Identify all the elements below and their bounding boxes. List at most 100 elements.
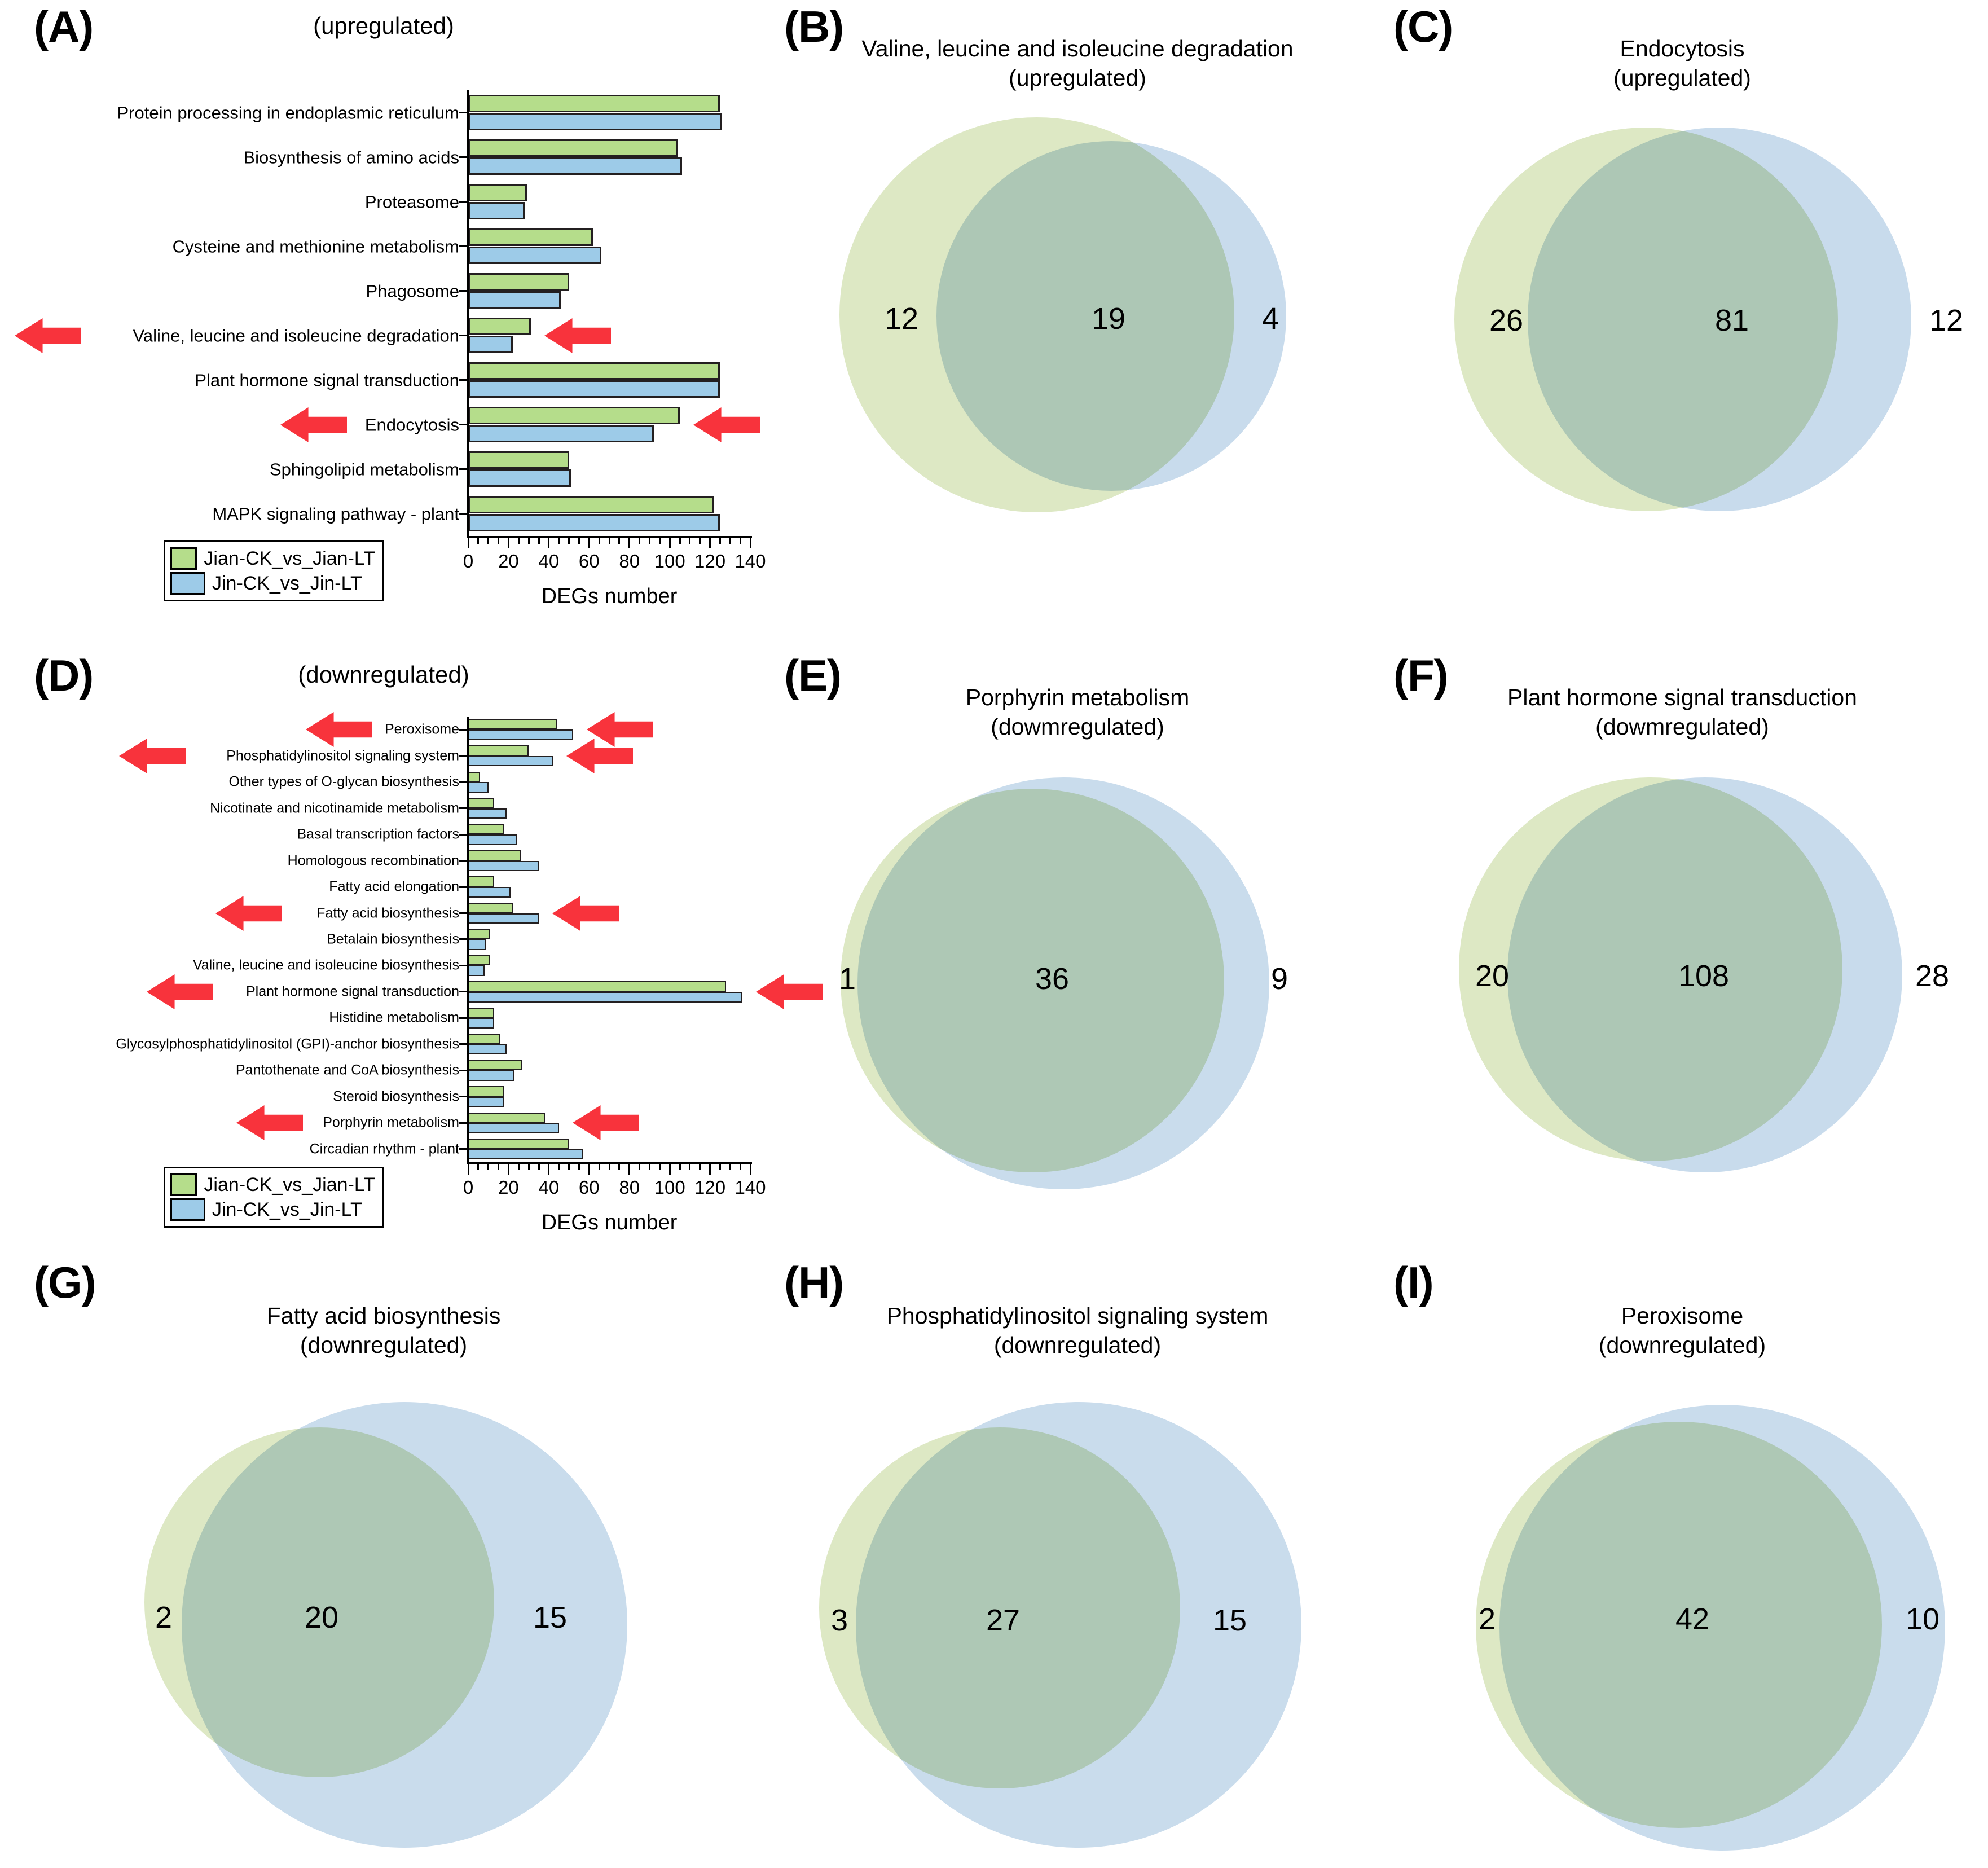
venn-f-left-count: 20 <box>1475 959 1510 993</box>
axis-tick-x <box>658 1164 661 1170</box>
bar-jian <box>468 981 727 992</box>
axis-tick-y <box>459 1069 468 1071</box>
highlight-arrow-right <box>552 895 619 931</box>
bar-chart-upregulated: Protein processing in endoplasmic reticu… <box>15 90 766 608</box>
bar-jin <box>468 469 571 487</box>
venn-e-center-count: 36 <box>1035 962 1070 996</box>
panel-c-title: Endocytosis (upregulated) <box>1376 34 1988 93</box>
axis-tick-x <box>719 1164 721 1170</box>
axis-tick-y <box>459 807 468 810</box>
venn-i: 2 42 10 <box>1376 1371 1988 1856</box>
axis-tick-x <box>548 1164 550 1175</box>
axis-tick-y <box>459 912 468 915</box>
axis-tick-y <box>459 964 468 966</box>
bar-jian <box>468 1139 569 1149</box>
axis-ticklabel-x: 20 <box>498 551 519 572</box>
bar-category-label: Betalain biosynthesis <box>327 931 459 947</box>
axis-tick-y <box>459 245 468 247</box>
bar-jian <box>468 929 491 939</box>
panel-b-title-line1: Valine, leucine and isoleucine degradati… <box>861 36 1294 61</box>
axis-ticklabel-x: 120 <box>694 1177 726 1198</box>
venn-e-right-count: 9 <box>1270 962 1288 996</box>
bar-jin <box>468 755 553 767</box>
axis-tick-x <box>568 538 570 544</box>
venn-h-circle-jin <box>856 1402 1301 1848</box>
axis-ticklabel-x: 140 <box>734 551 766 572</box>
bar-category-label: Cysteine and methionine metabolism <box>172 236 459 256</box>
bar-group: Biosynthesis of amino acids <box>243 135 750 179</box>
axis-tick-x <box>487 538 490 544</box>
axis-ticklabel-x: 140 <box>734 1177 766 1198</box>
axis-tick-x <box>618 538 621 544</box>
bar-group: Basal transcription factors <box>297 821 750 847</box>
bar-jian <box>468 850 521 861</box>
axis-tick-x <box>729 538 731 544</box>
panel-g-title-line2: (downregulated) <box>300 1332 468 1359</box>
axis-tick-x <box>578 538 580 544</box>
panel-h: (H) Phosphatidylinositol signaling syste… <box>779 1252 1376 1868</box>
axis-tick-x <box>578 1164 580 1170</box>
axis-title-x: DEGs number <box>541 584 678 608</box>
legend-swatch-jin <box>170 572 205 595</box>
venn-f-right-count: 28 <box>1915 959 1950 993</box>
axis-tick-x <box>517 538 520 544</box>
axis-tick-y <box>459 112 468 113</box>
axis-tick-x <box>467 1164 469 1175</box>
panel-h-title-line1: Phosphatidylinositol signaling system <box>886 1303 1269 1329</box>
bar-jian <box>468 1112 545 1123</box>
bar-category-label: Sphingolipid metabolism <box>269 459 459 479</box>
bar-group: Phagosome <box>366 269 750 313</box>
panel-i: (I) Peroxisome (downregulated) 2 42 10 <box>1376 1252 1988 1868</box>
highlight-arrow-right <box>566 738 633 773</box>
bar-jin <box>468 913 539 924</box>
bar-group: Phosphatidylinositol signaling system <box>226 742 750 768</box>
axis-tick-y <box>459 1096 468 1098</box>
bar-jian <box>468 876 495 887</box>
bar-jian <box>468 362 720 380</box>
venn-f-circle-jin <box>1507 777 1902 1172</box>
axis-line-y <box>467 90 469 536</box>
venn-i-circle-jin <box>1499 1405 1945 1851</box>
axis-tick-x <box>477 1164 480 1170</box>
axis-tick-x <box>709 538 711 548</box>
highlight-arrow-right <box>586 712 653 748</box>
axis-tick-y <box>459 335 468 336</box>
bar-jin <box>468 291 561 309</box>
venn-h-left-count: 3 <box>830 1603 848 1637</box>
axis-tick-x <box>679 538 681 544</box>
axis-tick-x <box>628 1164 631 1175</box>
panel-i-title-line2: (downregulated) <box>1598 1332 1766 1359</box>
panel-a-title: (upregulated) <box>313 12 454 39</box>
highlight-arrow-left <box>15 318 82 353</box>
bar-jian <box>468 1034 501 1044</box>
panel-f-title: Plant hormone signal transduction (dowmr… <box>1376 683 1988 742</box>
axis-tick-y <box>459 201 468 203</box>
axis-tick-x <box>739 1164 741 1170</box>
panel-i-title: Peroxisome (downregulated) <box>1376 1301 1988 1360</box>
axis-line-x <box>467 536 752 538</box>
bar-jin <box>468 335 513 354</box>
axis-tick-y <box>459 833 468 836</box>
bar-jin <box>468 1123 559 1133</box>
bar-category-label: Biosynthesis of amino acids <box>243 147 459 167</box>
bar-group: Glycosylphosphatidylinositol (GPI)-ancho… <box>116 1031 750 1057</box>
bar-category-label: Histidine metabolism <box>329 1009 459 1026</box>
axis-ticklabel-x: 40 <box>538 1177 560 1198</box>
bar-jin <box>468 887 511 898</box>
axis-tick-x <box>517 1164 520 1170</box>
bar-category-label: Steroid biosynthesis <box>333 1088 459 1105</box>
bar-category-label: Other types of O-glycan biosynthesis <box>228 773 459 790</box>
axis-tick-y <box>459 938 468 940</box>
bar-jian <box>468 94 720 113</box>
panel-a-letter: (A) <box>34 2 94 51</box>
venn-c: 26 81 12 <box>1376 102 1988 530</box>
panel-e-title-line1: Porphyrin metabolism <box>965 684 1190 710</box>
bar-group: Cysteine and methionine metabolism <box>173 224 750 269</box>
axis-ticklabel-x: 120 <box>694 551 726 572</box>
axis-tick-y <box>459 379 468 381</box>
highlight-arrow-right <box>693 407 760 442</box>
venn-b-circle-jin <box>936 141 1286 491</box>
bar-jin <box>468 1044 507 1055</box>
panel-b-letter: (B) <box>784 2 844 51</box>
